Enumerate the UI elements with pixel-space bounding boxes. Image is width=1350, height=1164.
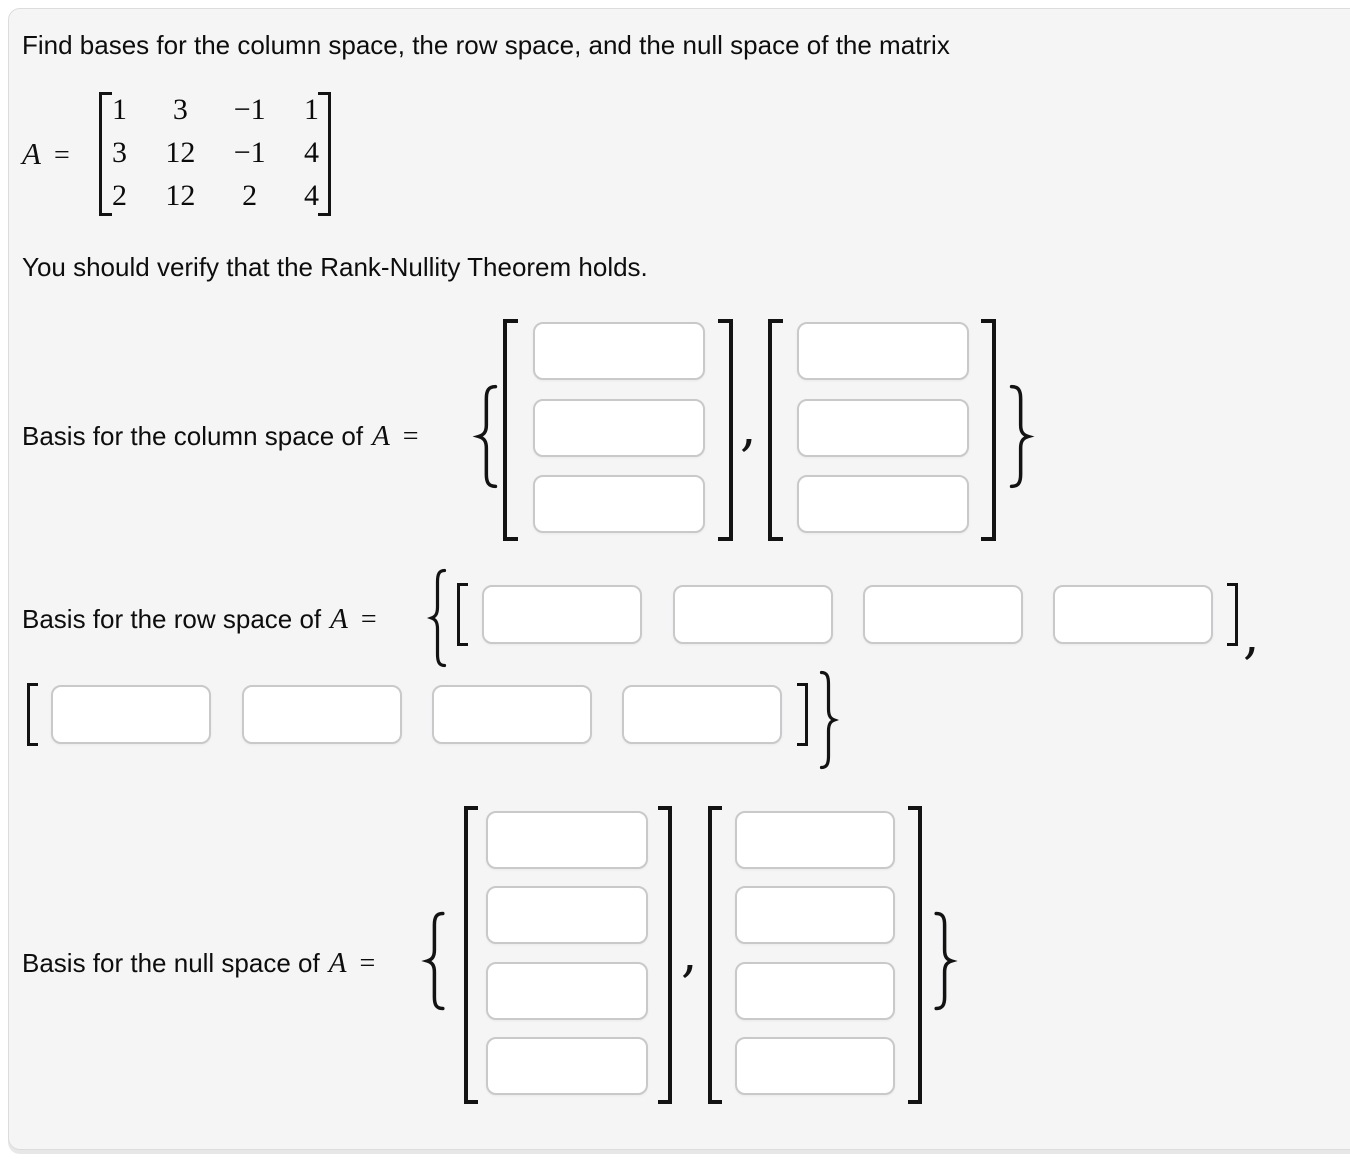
- matrix-definition: A =: [22, 136, 70, 172]
- null-space-v2-entry-1[interactable]: [735, 811, 895, 869]
- matrix-right-bracket: [318, 92, 331, 216]
- vector-separator-comma: ,: [740, 398, 757, 458]
- equals-sign: =: [53, 140, 70, 171]
- column-space-var: A: [372, 420, 390, 452]
- row-space-v2-entry-2[interactable]: [242, 685, 402, 744]
- vector-right-bracket: [658, 806, 672, 1104]
- matrix-cell: 3: [112, 136, 127, 169]
- row-space-label-text: Basis for the row space of: [22, 604, 322, 634]
- row-space-v1-entry-3[interactable]: [863, 585, 1023, 644]
- matrix-cell: −1: [233, 136, 266, 169]
- rowvector-right-bracket: [1227, 583, 1238, 646]
- row-space-v1-entry-2[interactable]: [673, 585, 833, 644]
- vector-right-bracket: [718, 319, 733, 541]
- matrix-cell: 2: [112, 179, 127, 212]
- matrix-left-bracket: [99, 92, 112, 216]
- vector-right-bracket: [981, 319, 996, 541]
- rowvector-left-bracket: [457, 583, 468, 646]
- row-space-v2-entry-3[interactable]: [432, 685, 592, 744]
- vector-right-bracket: [908, 806, 922, 1104]
- rowvector-right-bracket: [797, 683, 808, 746]
- rank-nullity-note: You should verify that the Rank-Nullity …: [22, 252, 648, 282]
- curly-brace-close: [818, 670, 838, 770]
- null-space-v2-entry-2[interactable]: [735, 886, 895, 944]
- curly-brace-open: [474, 384, 500, 489]
- column-space-label-text: Basis for the column space of: [22, 421, 364, 451]
- null-space-var: A: [328, 947, 347, 979]
- null-space-v2-entry-4[interactable]: [735, 1037, 895, 1095]
- rowvector-left-bracket: [27, 683, 38, 746]
- row-space-v1-entry-1[interactable]: [482, 585, 642, 644]
- null-space-equals: =: [359, 948, 376, 979]
- matrix-name: A: [22, 136, 41, 171]
- row-space-label: Basis for the row space of A =: [22, 603, 377, 636]
- vector-left-bracket: [503, 319, 518, 541]
- vector-left-bracket: [708, 806, 722, 1104]
- matrix-cell: 3: [172, 93, 188, 126]
- column-space-equals: =: [402, 421, 419, 452]
- row-space-v2-entry-1[interactable]: [51, 685, 211, 744]
- curly-brace-close: [932, 911, 956, 1011]
- row-space-v2-entry-4[interactable]: [622, 685, 782, 744]
- matrix-grid: 1 3 −1 1 3 12 −1 4 2 12 2 4: [112, 95, 319, 211]
- matrix-cell: 4: [304, 136, 319, 169]
- problem-panel: [8, 8, 1350, 1150]
- null-space-label: Basis for the null space of A =: [22, 947, 375, 980]
- column-space-v2-entry-2[interactable]: [797, 399, 969, 457]
- vector-left-bracket: [464, 806, 478, 1104]
- null-space-v1-entry-1[interactable]: [486, 811, 648, 869]
- vector-separator-comma: ,: [681, 924, 698, 984]
- matrix-cell: 1: [112, 93, 127, 126]
- curly-brace-close: [1007, 384, 1033, 489]
- null-space-v1-entry-4[interactable]: [486, 1037, 648, 1095]
- matrix-cell: −1: [233, 93, 266, 126]
- vector-left-bracket: [768, 319, 783, 541]
- vector-separator-comma: ,: [1243, 606, 1260, 666]
- problem-prompt: Find bases for the column space, the row…: [22, 30, 950, 60]
- column-space-v1-entry-2[interactable]: [533, 399, 705, 457]
- column-space-v2-entry-1[interactable]: [797, 322, 969, 380]
- row-space-equals: =: [360, 604, 377, 635]
- matrix-cell: 2: [242, 179, 258, 212]
- row-space-var: A: [330, 603, 348, 635]
- column-space-v1-entry-3[interactable]: [533, 475, 705, 533]
- column-space-v1-entry-1[interactable]: [533, 322, 705, 380]
- null-space-label-text: Basis for the null space of: [22, 948, 320, 978]
- row-space-v1-entry-4[interactable]: [1053, 585, 1213, 644]
- null-space-v1-entry-3[interactable]: [486, 962, 648, 1020]
- matrix-cell: 12: [165, 179, 196, 212]
- null-space-v2-entry-3[interactable]: [735, 962, 895, 1020]
- curly-brace-open: [428, 568, 448, 668]
- null-space-v1-entry-2[interactable]: [486, 886, 648, 944]
- curly-brace-open: [423, 911, 447, 1011]
- matrix-cell: 4: [304, 179, 319, 212]
- matrix-cell: 12: [165, 136, 196, 169]
- column-space-v2-entry-3[interactable]: [797, 475, 969, 533]
- matrix-cell: 1: [304, 93, 319, 126]
- column-space-label: Basis for the column space of A =: [22, 420, 419, 453]
